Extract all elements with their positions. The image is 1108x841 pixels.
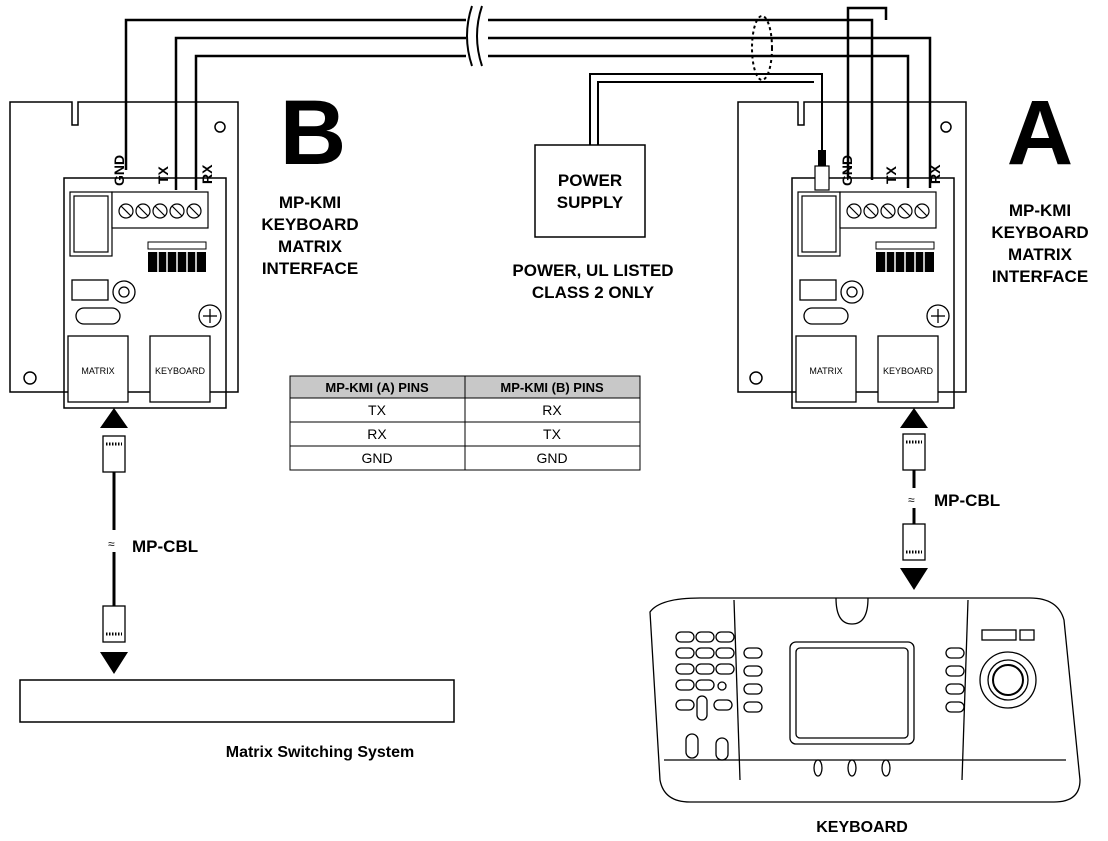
unit-b-title-line3: MATRIX <box>278 237 343 256</box>
unit-a-dip-switch <box>875 241 935 272</box>
unit-b-keyboard-port: KEYBOARD <box>149 335 211 403</box>
wire-gnd <box>124 18 874 180</box>
rj-connector-icon <box>102 605 126 643</box>
wire-gnd-a <box>846 6 888 178</box>
pin-table-cell: RX <box>367 426 387 442</box>
unit-b-pin-rx: RX <box>199 164 215 184</box>
unit-b-pin-gnd: GND <box>111 155 127 186</box>
unit-b-components <box>71 279 222 328</box>
unit-a-matrix-port-label: MATRIX <box>809 366 842 376</box>
cable-break-icon: ≈ <box>108 537 115 551</box>
unit-a-pin-tx: TX <box>883 165 899 184</box>
rj-connector-icon <box>902 433 926 471</box>
unit-a-pin-rx: RX <box>927 164 943 184</box>
keyboard-label: KEYBOARD <box>816 819 908 836</box>
unit-a-power-plug <box>814 150 830 191</box>
wire-tx-b-to-rx-a <box>174 36 932 190</box>
unit-b-keyboard-port-label: KEYBOARD <box>155 366 206 376</box>
unit-a-components <box>799 279 950 328</box>
unit-a-keyboard-port-label: KEYBOARD <box>883 366 934 376</box>
right-cable: ≈ <box>900 408 928 590</box>
pin-table-cell: RX <box>542 402 562 418</box>
unit-b-letter: B <box>280 82 346 184</box>
wire-break-symbol <box>466 5 488 68</box>
power-supply-label-line1: POWER <box>558 171 622 190</box>
unit-a-keyboard-port: KEYBOARD <box>877 335 939 403</box>
arrow-down-icon <box>900 568 928 590</box>
left-cable-label: MP-CBL <box>132 537 198 556</box>
rj-connector-icon <box>902 523 926 561</box>
left-cable: ≈ <box>100 408 128 674</box>
unit-b-matrix-port: MATRIX <box>67 335 129 403</box>
wire-rx-b-to-tx-a <box>194 54 910 190</box>
unit-b-title-line1: MP-KMI <box>279 193 341 212</box>
unit-a-letter: A <box>1007 82 1073 184</box>
unit-a-title-line4: INTERFACE <box>992 267 1088 286</box>
arrow-down-icon <box>100 652 128 674</box>
keyboard-device <box>649 597 1081 803</box>
joystick-icon <box>979 651 1037 709</box>
matrix-system-label: Matrix Switching System <box>226 744 415 761</box>
power-note-line1: POWER, UL LISTED <box>512 261 673 280</box>
power-supply-box <box>534 144 646 238</box>
power-note-line2: CLASS 2 ONLY <box>532 283 655 302</box>
cable-break-icon: ≈ <box>908 493 915 507</box>
unit-b-title-line2: KEYBOARD <box>261 215 358 234</box>
unit-a-pin-gnd: GND <box>839 155 855 186</box>
unit-b-matrix-port-label: MATRIX <box>81 366 114 376</box>
unit-a-title-line1: MP-KMI <box>1009 201 1071 220</box>
shield-ellipse <box>751 15 773 81</box>
unit-b-dip-switch <box>147 241 207 272</box>
power-supply-label-line2: SUPPLY <box>557 193 624 212</box>
unit-a-title-line3: MATRIX <box>1008 245 1073 264</box>
unit-a-matrix-port: MATRIX <box>795 335 857 403</box>
pin-table-cell: TX <box>368 402 387 418</box>
unit-a-terminal-block <box>797 191 937 257</box>
unit-b-pin-tx: TX <box>155 165 171 184</box>
rj-connector-icon <box>102 435 126 473</box>
arrow-up-icon <box>100 408 128 428</box>
arrow-up-icon <box>900 408 928 428</box>
unit-b-terminal-block <box>69 191 209 257</box>
lcd-screen <box>789 641 915 745</box>
pin-table-header-b: MP-KMI (B) PINS <box>500 380 604 395</box>
unit-a-title-line2: KEYBOARD <box>991 223 1088 242</box>
pin-table-cell: GND <box>361 450 392 466</box>
pin-table: MP-KMI (A) PINS MP-KMI (B) PINS TX RX RX… <box>289 375 641 471</box>
pin-table-header-a: MP-KMI (A) PINS <box>325 380 429 395</box>
unit-b-title-line4: INTERFACE <box>262 259 358 278</box>
pin-table-cell: TX <box>543 426 562 442</box>
matrix-system-box <box>19 679 455 723</box>
power-wire <box>589 73 823 150</box>
right-cable-label: MP-CBL <box>934 491 1000 510</box>
pin-table-cell: GND <box>536 450 567 466</box>
